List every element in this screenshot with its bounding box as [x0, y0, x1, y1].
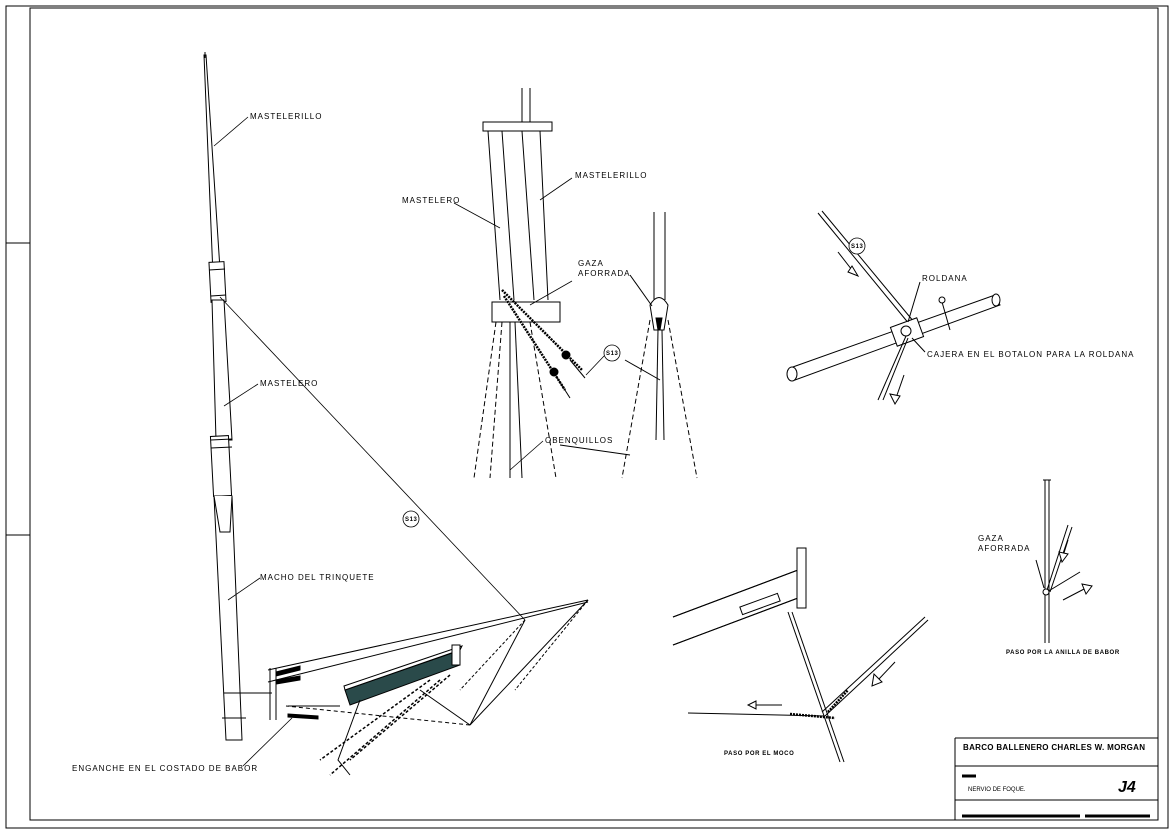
label-enganche: ENGANCHE EN EL COSTADO DE BABOR: [72, 764, 258, 773]
roldana-detail: [786, 210, 1001, 406]
label-obenquillos: OBENQUILLOS: [545, 436, 613, 445]
stay-s13-line: [219, 296, 526, 621]
lower-doubling-band: [209, 435, 233, 497]
label-gaza-mid-1: GAZA: [578, 259, 604, 268]
title-block: [954, 737, 1158, 820]
svg-text:S13: S13: [851, 244, 864, 250]
tag-s13-left: S13: [402, 510, 420, 528]
svg-text:S13: S13: [405, 517, 418, 523]
label-paso-anilla: PASO POR LA ANILLA DE BABOR: [1006, 650, 1120, 656]
title-sheet: J4: [1118, 779, 1136, 796]
title-drawing: NERVIO DE FOQUE.: [968, 787, 1026, 793]
left-leaders: [213, 116, 293, 767]
label-macho-trinquete: MACHO DEL TRINQUETE: [260, 573, 375, 582]
mid-leaders: [453, 177, 606, 471]
title-ship: BARCO BALLENERO CHARLES W. MORGAN: [963, 743, 1145, 752]
label-paso-moco: PASO POR EL MOCO: [724, 751, 794, 757]
label-mastelero-mid: MASTELERO: [402, 196, 460, 205]
anilla-detail: [1035, 479, 1093, 643]
label-mastelerillo-mid: MASTELERILLO: [575, 171, 647, 180]
sheet-frame: [5, 5, 1169, 829]
mast-head-detail: [473, 88, 586, 479]
label-roldana: ROLDANA: [922, 274, 968, 283]
svg-text:S13: S13: [606, 351, 619, 357]
label-cajera: CAJERA EN EL BOTALON PARA LA ROLDANA: [927, 350, 1134, 359]
label-mastelerillo-left: MASTELERILLO: [250, 112, 322, 121]
moco-detail: [672, 547, 929, 763]
cap-block: [482, 121, 553, 132]
label-gaza-right-2: AFORRADA: [978, 544, 1030, 553]
tag-s13-mid: S13: [603, 344, 621, 362]
eye-splice-detail: [559, 212, 698, 479]
label-mastelero-left: MASTELERO: [260, 379, 318, 388]
mast-assembly: [203, 52, 526, 741]
macho-trinquete-spar: [213, 495, 243, 741]
label-gaza-mid-2: AFORRADA: [578, 269, 630, 278]
bowsprit-assembly: [267, 599, 589, 776]
tag-s13-right: S13: [848, 237, 866, 255]
label-gaza-right-1: GAZA: [978, 534, 1004, 543]
mastelero-spar: [211, 299, 233, 441]
